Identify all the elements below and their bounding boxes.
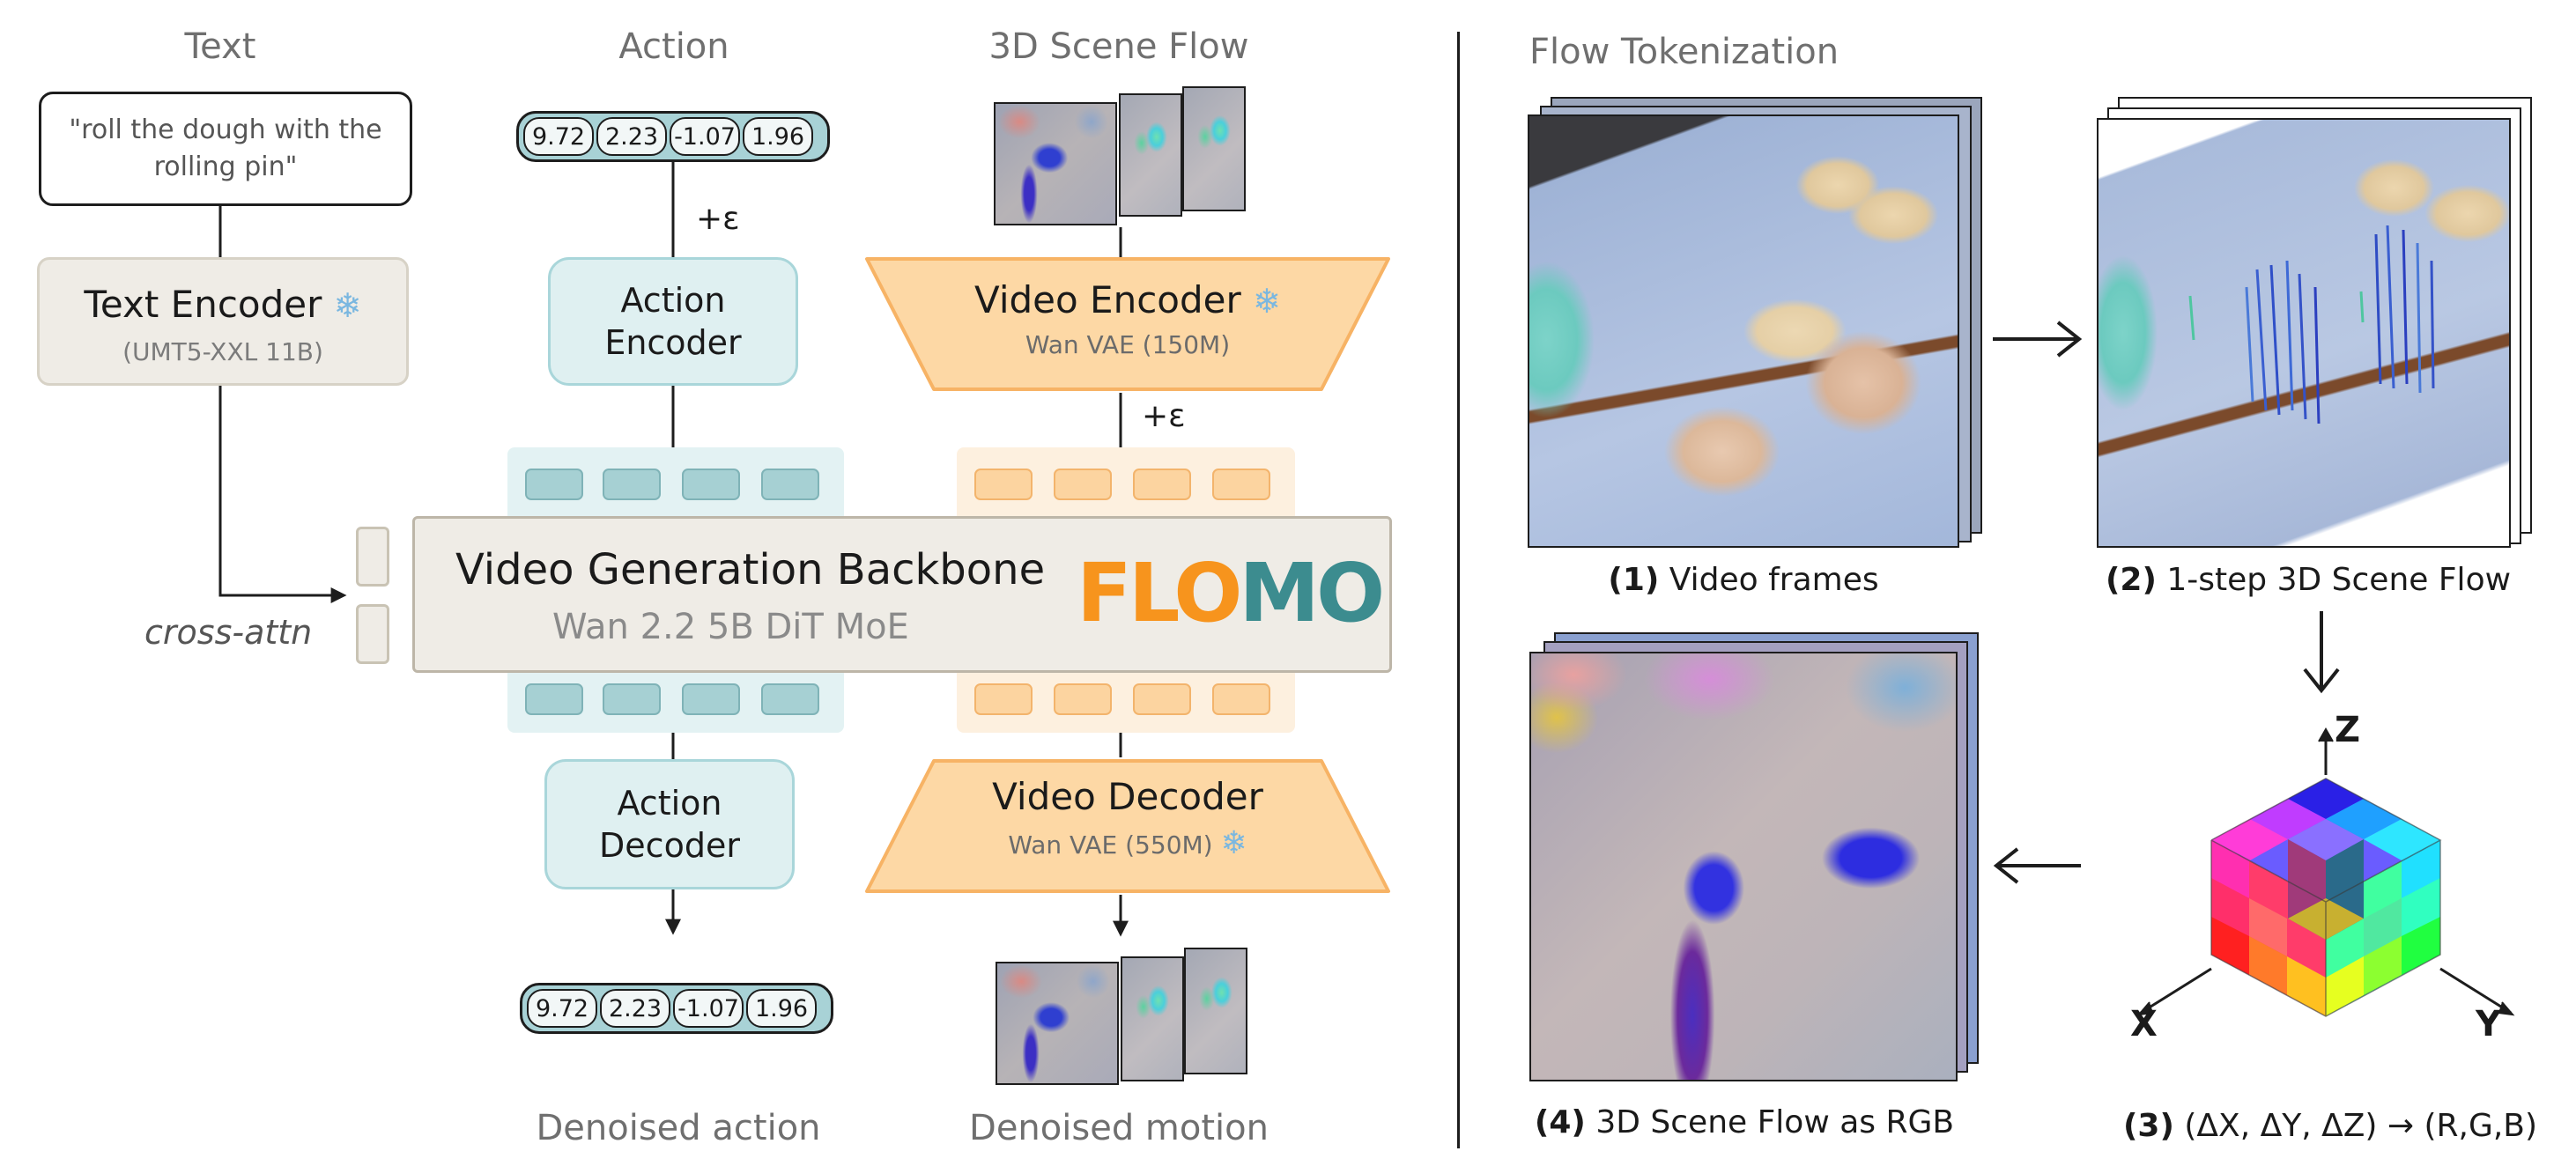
axis-label-z: Z — [2335, 710, 2360, 750]
step2-label: 1-step 3D Scene Flow — [2166, 562, 2511, 598]
step4-num: (4) — [1535, 1104, 1586, 1140]
step4-label: 3D Scene Flow as RGB — [1595, 1104, 1954, 1140]
axis-label-x: X — [2130, 1004, 2158, 1044]
flow-tokenization-header: Flow Tokenization — [1529, 32, 1839, 72]
flow-frame — [2097, 118, 2511, 548]
step1-caption: (1) Video frames — [1528, 562, 1959, 598]
arrow-down — [2299, 608, 2343, 696]
flow-vectors — [2099, 120, 2509, 546]
left-connectors — [0, 0, 1445, 1166]
step2-num: (2) — [2106, 562, 2157, 598]
step2-caption: (2) 1-step 3D Scene Flow — [2062, 562, 2555, 598]
rgb-frame — [1529, 652, 1958, 1081]
video-frame — [1528, 114, 1959, 548]
step3-num: (3) — [2123, 1108, 2174, 1144]
step4-caption: (4) 3D Scene Flow as RGB — [1498, 1104, 1991, 1140]
step3-label: (ΔX, ΔY, ΔZ) → (R,G,B) — [2184, 1108, 2537, 1144]
panel-divider — [1457, 32, 1460, 1148]
axis-label-y: Y — [2476, 1004, 2501, 1044]
arrow-right — [1989, 317, 2086, 361]
step3-caption: (3) (ΔX, ΔY, ΔZ) → (R,G,B) — [2114, 1108, 2546, 1144]
rgb-cube — [2114, 705, 2537, 1048]
arrow-left — [1989, 844, 2086, 888]
step1-label: Video frames — [1669, 562, 1879, 598]
step1-num: (1) — [1608, 562, 1659, 598]
